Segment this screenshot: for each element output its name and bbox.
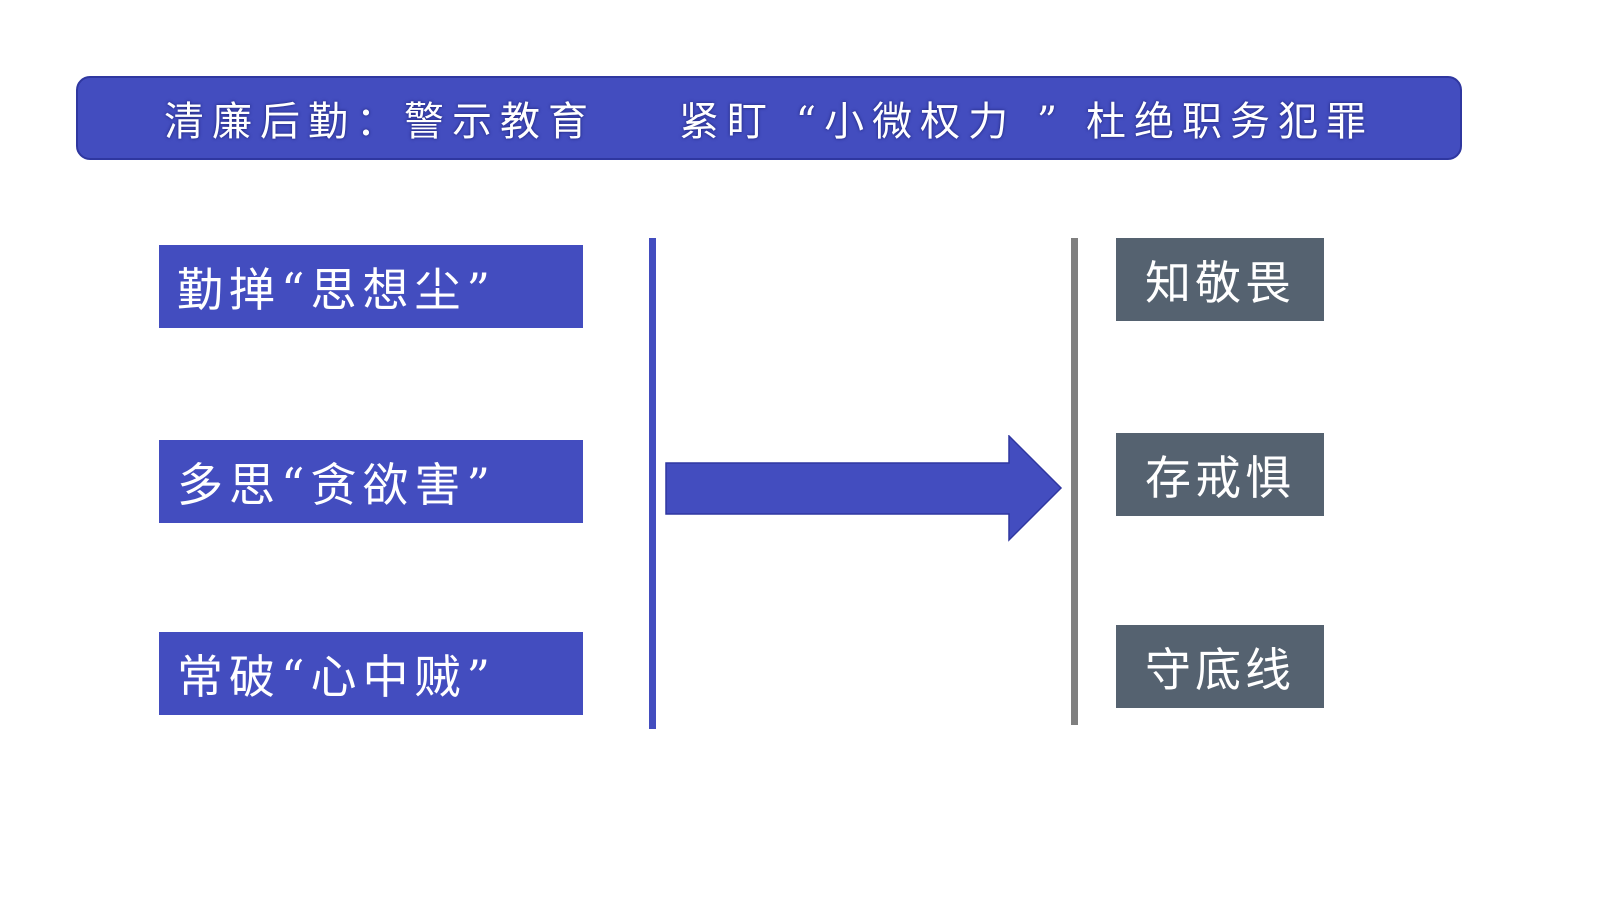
- right-arrow-icon: [665, 435, 1063, 542]
- left-item-3: 常破“心中贼”: [159, 632, 583, 715]
- right-item-2: 存戒惧: [1116, 433, 1324, 516]
- title-text: 清廉后勤：警示教育 紧盯 “小微权力 ” 杜绝职务犯罪: [164, 99, 1374, 145]
- left-item-2: 多思“贪欲害”: [159, 440, 583, 523]
- right-divider: [1071, 238, 1078, 725]
- left-divider: [649, 238, 656, 729]
- right-item-3: 守底线: [1116, 625, 1324, 708]
- title-banner: 清廉后勤：警示教育 紧盯 “小微权力 ” 杜绝职务犯罪: [76, 76, 1462, 160]
- left-item-1: 勤掸“思想尘”: [159, 245, 583, 328]
- right-item-1: 知敬畏: [1116, 238, 1324, 321]
